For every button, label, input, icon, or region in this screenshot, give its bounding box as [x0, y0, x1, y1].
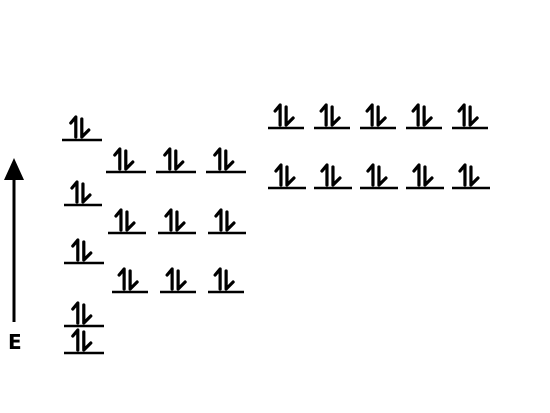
electron-pair: [70, 180, 92, 204]
electron-pair: [213, 147, 235, 171]
spin-up-arrow: [214, 208, 223, 232]
orbital-levels: [62, 103, 490, 355]
spin-down-arrow: [469, 165, 480, 187]
spin-down-arrow: [376, 105, 387, 127]
electron-pair: [320, 163, 342, 187]
spin-down-arrow: [224, 269, 235, 291]
orbital-group-4p: [106, 147, 246, 174]
energy-axis: [4, 158, 24, 322]
spin-down-arrow: [125, 210, 136, 232]
spin-up-arrow: [70, 180, 79, 204]
orbital-group-4d: [268, 103, 488, 130]
electron-pair: [113, 147, 135, 171]
spin-up-arrow: [458, 163, 467, 187]
spin-down-arrow: [224, 149, 235, 171]
spin-down-arrow: [468, 105, 479, 127]
spin-up-arrow: [71, 328, 80, 352]
electron-pair: [273, 103, 295, 127]
electron-pair: [213, 267, 235, 291]
orbital-group-2p: [112, 267, 244, 294]
electron-pair: [365, 103, 387, 127]
spin-up-arrow: [319, 103, 328, 127]
spin-up-arrow: [213, 147, 222, 171]
spin-up-arrow: [412, 163, 421, 187]
spin-up-arrow: [320, 163, 329, 187]
spin-down-arrow: [82, 240, 93, 262]
electron-pair: [214, 208, 236, 232]
orbital-group-2s: [64, 301, 104, 328]
orbital-group-3d: [268, 163, 490, 190]
spin-up-arrow: [273, 103, 282, 127]
electron-pair: [457, 103, 479, 127]
spin-up-arrow: [411, 103, 420, 127]
spin-up-arrow: [164, 208, 173, 232]
spin-up-arrow: [163, 147, 172, 171]
electron-pair: [274, 163, 296, 187]
spin-up-arrow: [213, 267, 222, 291]
electron-pair: [319, 103, 341, 127]
electron-pair: [117, 267, 139, 291]
energy-axis-label: E: [8, 330, 22, 354]
orbital-group-4s: [64, 180, 102, 207]
spin-down-arrow: [331, 165, 342, 187]
electron-pair: [366, 163, 388, 187]
orbital-group-3p: [108, 208, 246, 235]
spin-up-arrow: [457, 103, 466, 127]
spin-up-arrow: [274, 163, 283, 187]
orbital-group-1s: [64, 328, 104, 355]
orbital-group-3s: [64, 238, 104, 265]
spin-up-arrow: [114, 208, 123, 232]
electron-pair: [71, 301, 93, 325]
spin-up-arrow: [365, 103, 374, 127]
spin-down-arrow: [377, 165, 388, 187]
spin-up-arrow: [117, 267, 126, 291]
electron-pair: [458, 163, 480, 187]
spin-up-arrow: [71, 301, 80, 325]
electron-pair: [71, 328, 93, 352]
spin-down-arrow: [174, 149, 185, 171]
spin-down-arrow: [225, 210, 236, 232]
spin-up-arrow: [113, 147, 122, 171]
electron-pair: [164, 208, 186, 232]
electron-pair: [163, 147, 185, 171]
spin-down-arrow: [128, 269, 139, 291]
spin-down-arrow: [82, 303, 93, 325]
spin-down-arrow: [81, 182, 92, 204]
spin-down-arrow: [284, 105, 295, 127]
electron-pair: [412, 163, 434, 187]
spin-up-arrow: [165, 267, 174, 291]
electron-pair: [411, 103, 433, 127]
spin-up-arrow: [71, 238, 80, 262]
spin-down-arrow: [423, 165, 434, 187]
spin-up-arrow: [69, 115, 78, 139]
orbital-group-5s: [62, 115, 102, 142]
spin-up-arrow: [366, 163, 375, 187]
energy-axis-arrowhead: [4, 158, 24, 180]
spin-down-arrow: [176, 269, 187, 291]
spin-down-arrow: [175, 210, 186, 232]
spin-down-arrow: [422, 105, 433, 127]
spin-down-arrow: [82, 330, 93, 352]
spin-down-arrow: [285, 165, 296, 187]
spin-down-arrow: [330, 105, 341, 127]
electron-pair: [165, 267, 187, 291]
electron-pair: [114, 208, 136, 232]
electron-pair: [69, 115, 91, 139]
electron-pair: [71, 238, 93, 262]
spin-down-arrow: [124, 149, 135, 171]
spin-down-arrow: [80, 117, 91, 139]
